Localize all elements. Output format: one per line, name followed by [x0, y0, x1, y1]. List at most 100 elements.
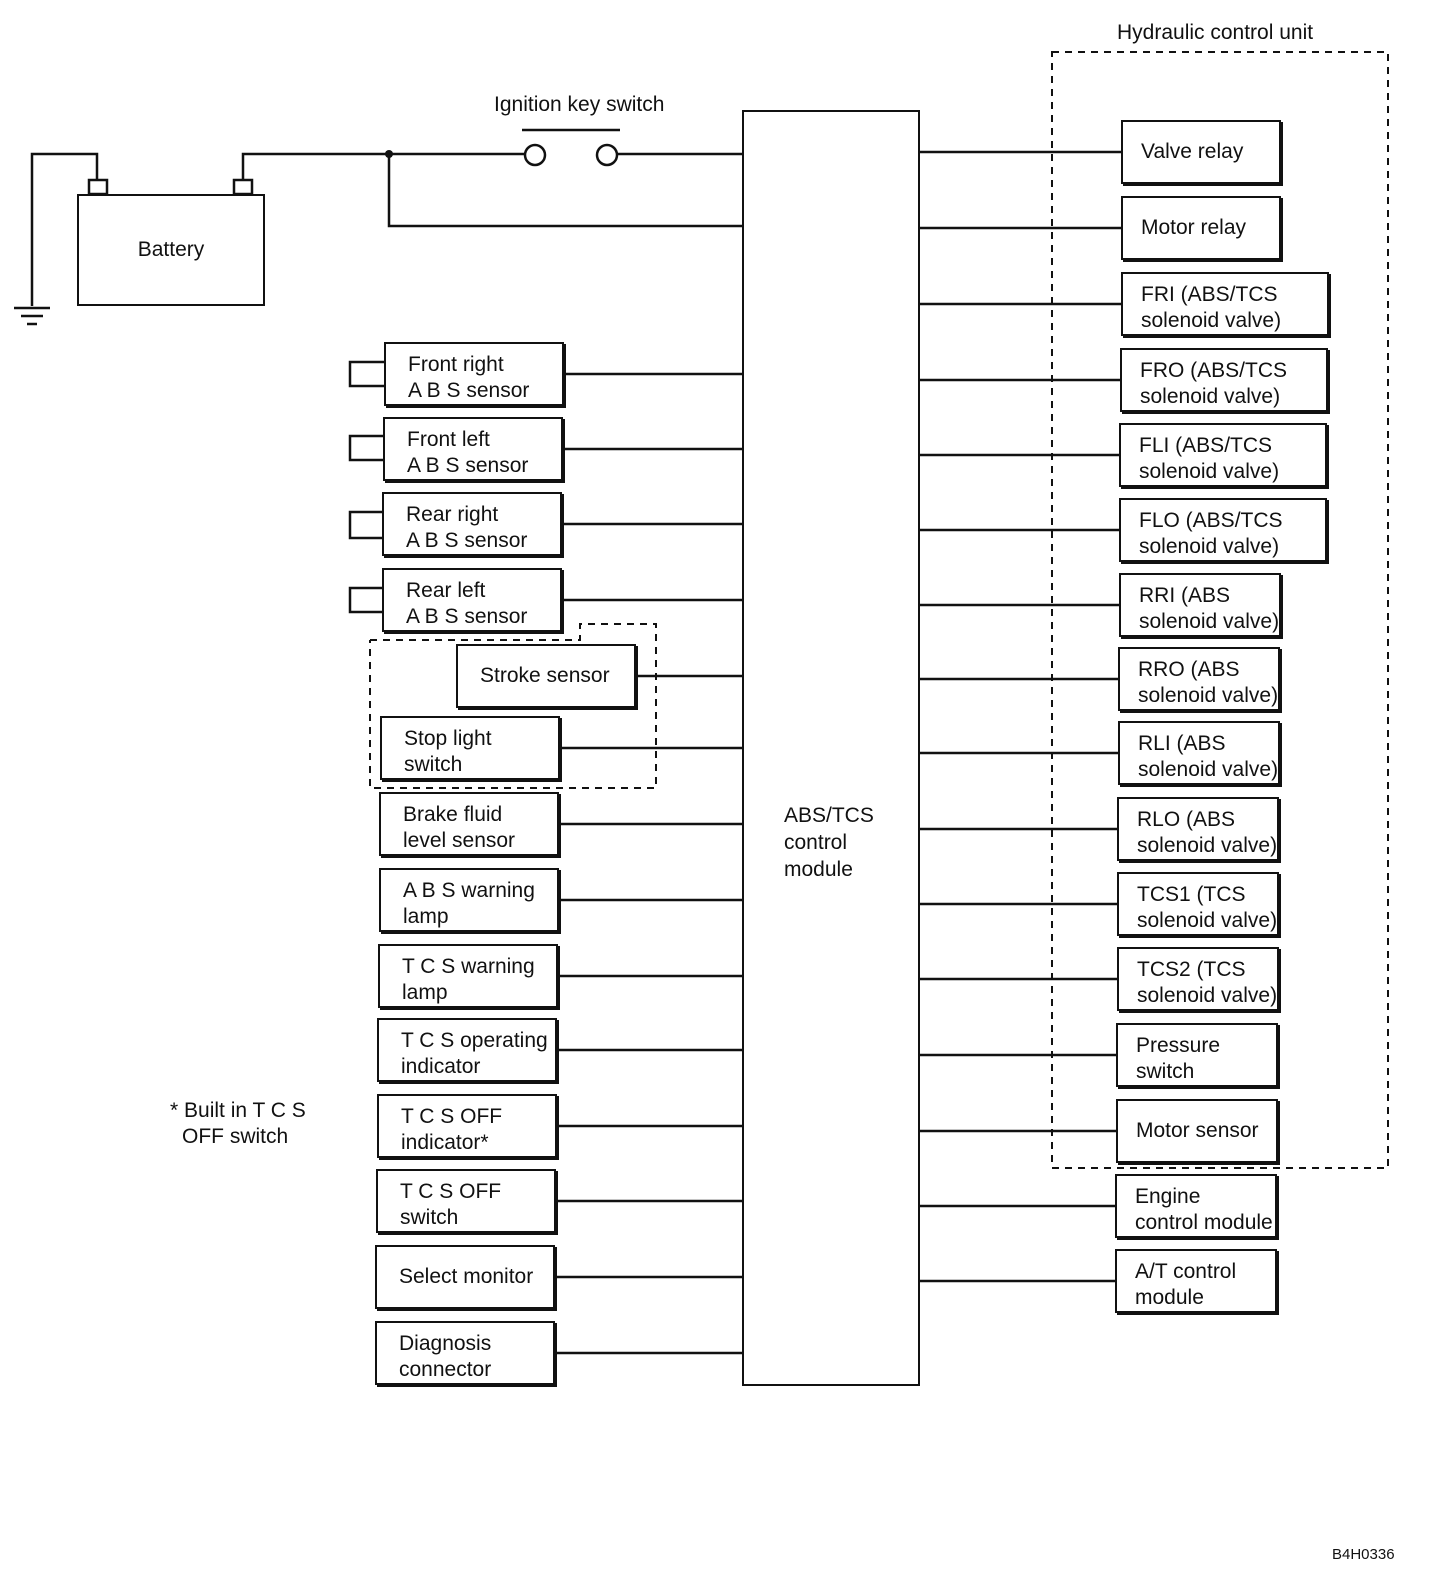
motor-relay-label: Motor relay: [1141, 216, 1247, 239]
select-monitor: Select monitor: [375, 1245, 555, 1309]
rlo-solenoid-valve-label: RLO (ABS: [1137, 808, 1236, 831]
figure-code: B4H0336: [1332, 1546, 1395, 1563]
rri-solenoid-valve-label: solenoid valve): [1139, 610, 1280, 633]
tcs-warning-lamp-label: lamp: [402, 981, 448, 1004]
fri-solenoid-valve: FRI (ABS/TCS solenoid valve): [1121, 272, 1329, 336]
engine-control-module-label: control module: [1135, 1211, 1273, 1234]
fri-solenoid-valve-label: solenoid valve): [1141, 309, 1282, 332]
tcs-off-indicator: T C S OFF indicator*: [377, 1094, 557, 1158]
diagnosis-connector-label: connector: [399, 1358, 492, 1381]
abs-tcs-control-module: ABS/TCS control module: [742, 110, 920, 1386]
rear-left-abs-sensor: Rear left A B S sensor: [382, 568, 562, 632]
brake-group-boundary: [369, 623, 657, 789]
pressure-switch-label: Pressure: [1136, 1034, 1221, 1057]
rli-solenoid-valve-label: RLI (ABS: [1138, 732, 1226, 755]
tcs1-solenoid-valve: TCS1 (TCS solenoid valve): [1117, 872, 1279, 936]
rear-right-abs-sensor-label: Rear right: [406, 503, 499, 526]
stop-light-switch-label: switch: [404, 753, 463, 776]
junction-dot: [385, 150, 393, 158]
stroke-sensor-label: Stroke sensor: [480, 664, 610, 687]
front-right-abs-sensor: Front right A B S sensor: [384, 342, 564, 406]
battery-label: Battery: [137, 238, 205, 261]
rli-solenoid-valve-label: solenoid valve): [1138, 758, 1279, 781]
tcs2-solenoid-valve-label: TCS2 (TCS: [1137, 958, 1246, 981]
module-label-line: ABS/TCS: [784, 804, 874, 827]
hydraulic-unit-boundary: [1051, 51, 1389, 1169]
pressure-switch-label: switch: [1136, 1060, 1195, 1083]
tcs1-solenoid-valve-label: solenoid valve): [1137, 909, 1278, 932]
fro-solenoid-valve-label: FRO (ABS/TCS: [1140, 359, 1288, 382]
ignition-terminal-left: [523, 143, 547, 167]
at-control-module-label: module: [1135, 1286, 1204, 1309]
rri-solenoid-valve-label: RRI (ABS: [1139, 584, 1231, 607]
valve-relay: Valve relay: [1121, 120, 1281, 184]
ignition-key-switch-label: Ignition key switch: [494, 93, 665, 116]
rear-left-abs-sensor-label: Rear left: [406, 579, 486, 602]
battery-terminal-negative: [87, 178, 109, 196]
battery-positive-wire: [241, 152, 525, 182]
rear-right-pigtail: [348, 510, 384, 540]
front-right-abs-sensor-label: A B S sensor: [408, 379, 530, 402]
rear-right-abs-sensor-label: A B S sensor: [406, 529, 528, 552]
pressure-switch: Pressure switch: [1116, 1023, 1278, 1087]
footnote-line: * Built in T C S: [170, 1099, 306, 1122]
select-monitor-label: Select monitor: [399, 1265, 534, 1288]
fro-solenoid-valve: FRO (ABS/TCS solenoid valve): [1120, 348, 1328, 412]
at-control-module-label: A/T control: [1135, 1260, 1237, 1283]
rlo-solenoid-valve-label: solenoid valve): [1137, 834, 1278, 857]
at-control-module: A/T control module: [1115, 1249, 1277, 1313]
module-label-line: control: [784, 831, 848, 854]
stroke-sensor: Stroke sensor: [456, 644, 636, 708]
tcs1-solenoid-valve-label: TCS1 (TCS: [1137, 883, 1246, 906]
module-label-line: module: [784, 858, 853, 881]
motor-relay: Motor relay: [1121, 196, 1281, 260]
ground-wire: [30, 152, 99, 306]
rear-left-pigtail: [348, 586, 384, 614]
rro-solenoid-valve-label: RRO (ABS: [1138, 658, 1240, 681]
tcs-off-indicator-label: indicator*: [401, 1131, 489, 1154]
battery-direct-wire: [387, 154, 752, 228]
tcs-off-switch-label: T C S OFF: [400, 1180, 502, 1203]
fli-solenoid-valve-label: solenoid valve): [1139, 460, 1280, 483]
flo-solenoid-valve-label: FLO (ABS/TCS: [1139, 509, 1283, 532]
rri-solenoid-valve: RRI (ABS solenoid valve): [1119, 573, 1281, 637]
rlo-solenoid-valve: RLO (ABS solenoid valve): [1117, 797, 1279, 861]
hydraulic-unit-label: Hydraulic control unit: [1117, 21, 1314, 44]
tcs-operating-indicator-label: indicator: [401, 1055, 481, 1078]
tcs-off-switch: T C S OFF switch: [376, 1169, 556, 1233]
abs-warning-lamp-label: A B S warning: [403, 879, 535, 902]
rear-left-abs-sensor-label: A B S sensor: [406, 605, 528, 628]
fro-solenoid-valve-label: solenoid valve): [1140, 385, 1281, 408]
front-right-pigtail: [348, 360, 384, 388]
battery-terminal-positive: [232, 178, 254, 196]
module-label: ABS/TCS control module: [784, 802, 874, 883]
motor-sensor-label: Motor sensor: [1136, 1119, 1259, 1142]
rear-right-abs-sensor: Rear right A B S sensor: [382, 492, 562, 556]
flo-solenoid-valve-label: solenoid valve): [1139, 535, 1280, 558]
tcs-warning-lamp-label: T C S warning: [402, 955, 535, 978]
tcs-off-indicator-label: T C S OFF: [401, 1105, 503, 1128]
tcs-off-switch-label: switch: [400, 1206, 459, 1229]
front-right-abs-sensor-label: Front right: [408, 353, 504, 376]
fli-solenoid-valve-label: FLI (ABS/TCS: [1139, 434, 1273, 457]
rro-solenoid-valve-label: solenoid valve): [1138, 684, 1279, 707]
footnote-line: OFF switch: [182, 1125, 289, 1148]
abs-warning-lamp-label: lamp: [403, 905, 449, 928]
footnote: * Built in T C S OFF switch: [170, 1098, 306, 1150]
rro-solenoid-valve: RRO (ABS solenoid valve): [1118, 647, 1280, 711]
tcs-operating-indicator-label: T C S operating: [401, 1029, 548, 1052]
ignition-terminal-right: [595, 143, 619, 167]
tcs-operating-indicator: T C S operating indicator: [377, 1018, 557, 1082]
battery: Battery: [77, 194, 265, 306]
valve-relay-label: Valve relay: [1141, 140, 1244, 163]
rli-solenoid-valve: RLI (ABS solenoid valve): [1118, 721, 1280, 785]
fri-solenoid-valve-label: FRI (ABS/TCS: [1141, 283, 1278, 306]
front-left-pigtail: [348, 434, 384, 462]
flo-solenoid-valve: FLO (ABS/TCS solenoid valve): [1119, 498, 1327, 562]
